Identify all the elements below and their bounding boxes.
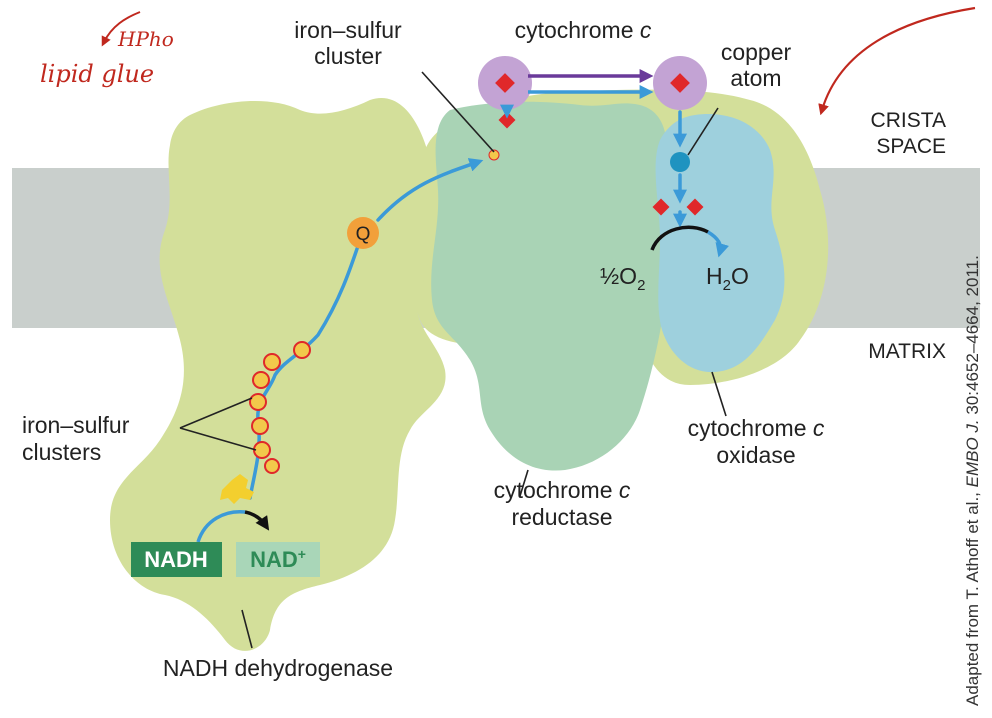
flavin-cluster [220,474,254,504]
handwritten-arrow [101,11,141,47]
quinone [347,217,379,249]
nad-box [236,542,320,577]
nadh-oxidation-arc [196,510,246,543]
oxygen-reduction-arc [650,225,709,251]
leader-line [179,397,253,429]
copper-atom-label: atom [730,65,781,91]
oxygen-reduction-arrow [707,230,730,258]
cytochrome-c-oxidase-label: oxidase [716,442,795,468]
iron-sulfur-cluster [293,341,311,359]
electron-path [376,158,484,222]
cytochrome-c-reductase-label: cytochrome c [494,477,631,503]
iron-sulfur-cluster [251,417,269,435]
nadh-oxidation-arrow [244,510,270,531]
copper-atom [670,152,690,172]
iron-sulfur-clusters-label: iron–sulfur [22,412,130,438]
iron-sulfur-cluster [263,353,281,371]
matrix-label: MATRIX [868,340,946,363]
heme-group [686,198,704,216]
nadh-label: NADH [144,547,208,572]
leader-line [179,427,257,451]
handwritten-arrow [818,6,976,116]
cytochrome-c-reductase-label: reductase [511,504,612,530]
figure-credit: Adapted from T. Athoff et al., EMBO J. 3… [963,255,982,706]
iron-sulfur-cluster [252,371,270,389]
iron-sulfur-clusters-group [220,341,311,504]
nad-label: NAD+ [250,546,306,572]
iron-sulfur-cluster-label: iron–sulfur [294,17,402,43]
cytochrome-c-oxidase-label: cytochrome c [688,415,825,441]
handwritten-note: lipid glue [40,60,154,88]
crista-space-label: SPACE [876,135,946,158]
leader-line [687,107,719,156]
leader-line [711,371,727,417]
iron-sulfur-cluster-label: cluster [314,43,382,69]
cytochrome-c-reductase [431,101,667,471]
water-label: H2O [706,263,749,294]
iron-sulfur-cluster [253,441,271,459]
leader-line [241,609,253,649]
heme-group [652,198,670,216]
handwritten-note: HPho [117,27,174,51]
leader-line [421,71,495,153]
quinone-label: Q [356,224,371,245]
nadh-dehydrogenase-label: NADH dehydrogenase [163,655,393,681]
half-oxygen-label: ½O2 [600,263,645,294]
crista-space-label: CRISTA [871,109,946,132]
iron-sulfur-clusters-label: clusters [22,439,101,465]
nadh-box [131,542,222,577]
heme-group [495,73,515,93]
copper-atom-label: copper [721,39,792,65]
iron-sulfur-cluster-small [488,149,500,161]
iron-sulfur-cluster [249,393,267,411]
leader-line [519,469,529,497]
cytochrome-c-label: cytochrome c [515,17,652,43]
iron-sulfur-cluster [264,458,280,474]
